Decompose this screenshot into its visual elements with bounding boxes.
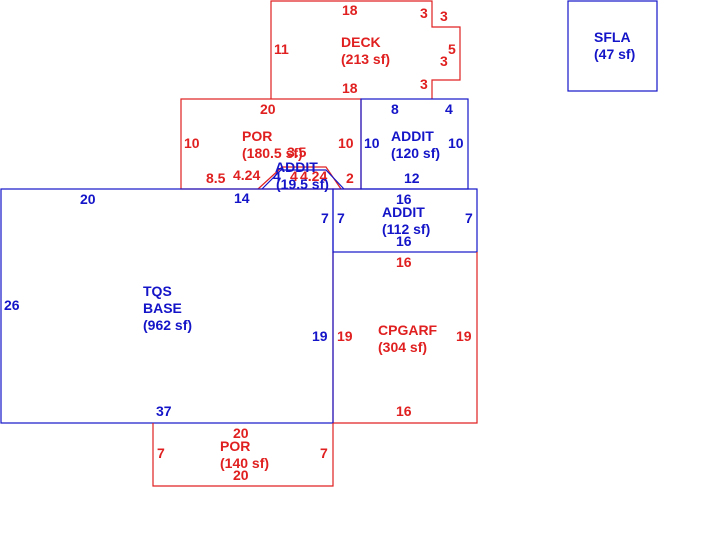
cpgarf-name: CPGARF — [378, 322, 438, 338]
deck-dim-bottom: 18 — [342, 80, 358, 96]
base-name-line2: BASE — [143, 300, 182, 316]
addit-triangle-blue-outline — [261, 169, 345, 190]
addit-triangle-dim-base: 14 — [234, 190, 250, 206]
base-outline — [0, 188, 334, 424]
addit-triangle-name: ADDIT — [275, 159, 318, 175]
por-lower-dim-bottom: 20 — [233, 467, 249, 483]
base-dim-top: 20 — [80, 191, 96, 207]
addit-triangle-dim-side: 4 — [273, 168, 281, 184]
sfla-name: SFLA — [594, 29, 631, 45]
deck-dim-right: 5 — [448, 41, 456, 57]
por-upper-dim-top: 20 — [260, 101, 276, 117]
sfla-area: (47 sf) — [594, 46, 635, 62]
por-lower-name: POR — [220, 438, 250, 454]
addit-upper-dim-left: 10 — [364, 135, 380, 151]
cpgarf-dim-left: 19 — [337, 328, 353, 344]
deck-dim-step2: 3 — [440, 8, 448, 24]
addit-upper-dim-bottom: 12 — [404, 170, 420, 186]
deck-dim-step1: 3 — [420, 5, 428, 21]
deck-name: DECK — [341, 34, 381, 50]
cpgarf-area: (304 sf) — [378, 339, 427, 355]
por-lower-outline — [152, 423, 334, 487]
addit-upper-dim-top-b: 4 — [445, 101, 453, 117]
sfla-outline — [567, 0, 658, 92]
por-lower-dim-left: 7 — [157, 445, 165, 461]
cpgarf-dim-bottom: 16 — [396, 403, 412, 419]
por-upper-dim-diag-c: 4.24 — [300, 168, 327, 184]
addit-middle-dim-top: 16 — [396, 191, 412, 207]
addit-upper-dim-right: 10 — [448, 135, 464, 151]
deck-dim-step3: 3 — [440, 53, 448, 69]
por-upper-dim-right: 10 — [338, 135, 354, 151]
por-upper-name: POR — [242, 128, 272, 144]
addit-middle-area: (112 sf) — [382, 221, 430, 237]
por-upper-dim-inner-b: 4 — [290, 168, 298, 184]
addit-upper-dim-top-a: 8 — [391, 101, 399, 117]
por-lower-area: (140 sf) — [220, 455, 269, 471]
cpgarf-dim-top: 16 — [396, 254, 412, 270]
deck-dim-left: 11 — [274, 41, 289, 57]
addit-middle-dim-bottom: 16 — [396, 233, 412, 249]
base-name-line1: TQS — [143, 283, 172, 299]
deck-outline — [270, 0, 461, 99]
cpgarf-dim-right: 19 — [456, 328, 472, 344]
base-dim-bottom: 37 — [156, 403, 172, 419]
base-dim-right: 19 — [312, 328, 328, 344]
deck-dim-top: 18 — [342, 2, 358, 18]
base-dim-right-top: 7 — [321, 210, 329, 226]
por-upper-dim-diag-b: 4.24 — [233, 167, 260, 183]
addit-middle-dim-right: 7 — [465, 210, 473, 226]
por-upper-area: (180.5 sf) — [242, 145, 303, 161]
addit-middle-name: ADDIT — [382, 204, 425, 220]
por-upper-dim-diag-a: 8.5 — [206, 170, 226, 186]
por-upper-dim-corner: 2 — [346, 170, 354, 186]
addit-middle-dim-left: 7 — [337, 210, 345, 226]
base-area: (962 sf) — [143, 317, 192, 333]
addit-upper-area: (120 sf) — [391, 145, 440, 161]
por-upper-dim-inner: 3.5 — [287, 144, 307, 160]
base-dim-left: 26 — [4, 297, 20, 313]
por-upper-dim-left: 10 — [184, 135, 200, 151]
addit-upper-name: ADDIT — [391, 128, 434, 144]
deck-area: (213 sf) — [341, 51, 390, 67]
addit-triangle-area: (19.5 sf) — [276, 176, 329, 192]
deck-dim-step4: 3 — [420, 76, 428, 92]
por-lower-dim-right: 7 — [320, 445, 328, 461]
por-lower-dim-top: 20 — [233, 425, 249, 441]
